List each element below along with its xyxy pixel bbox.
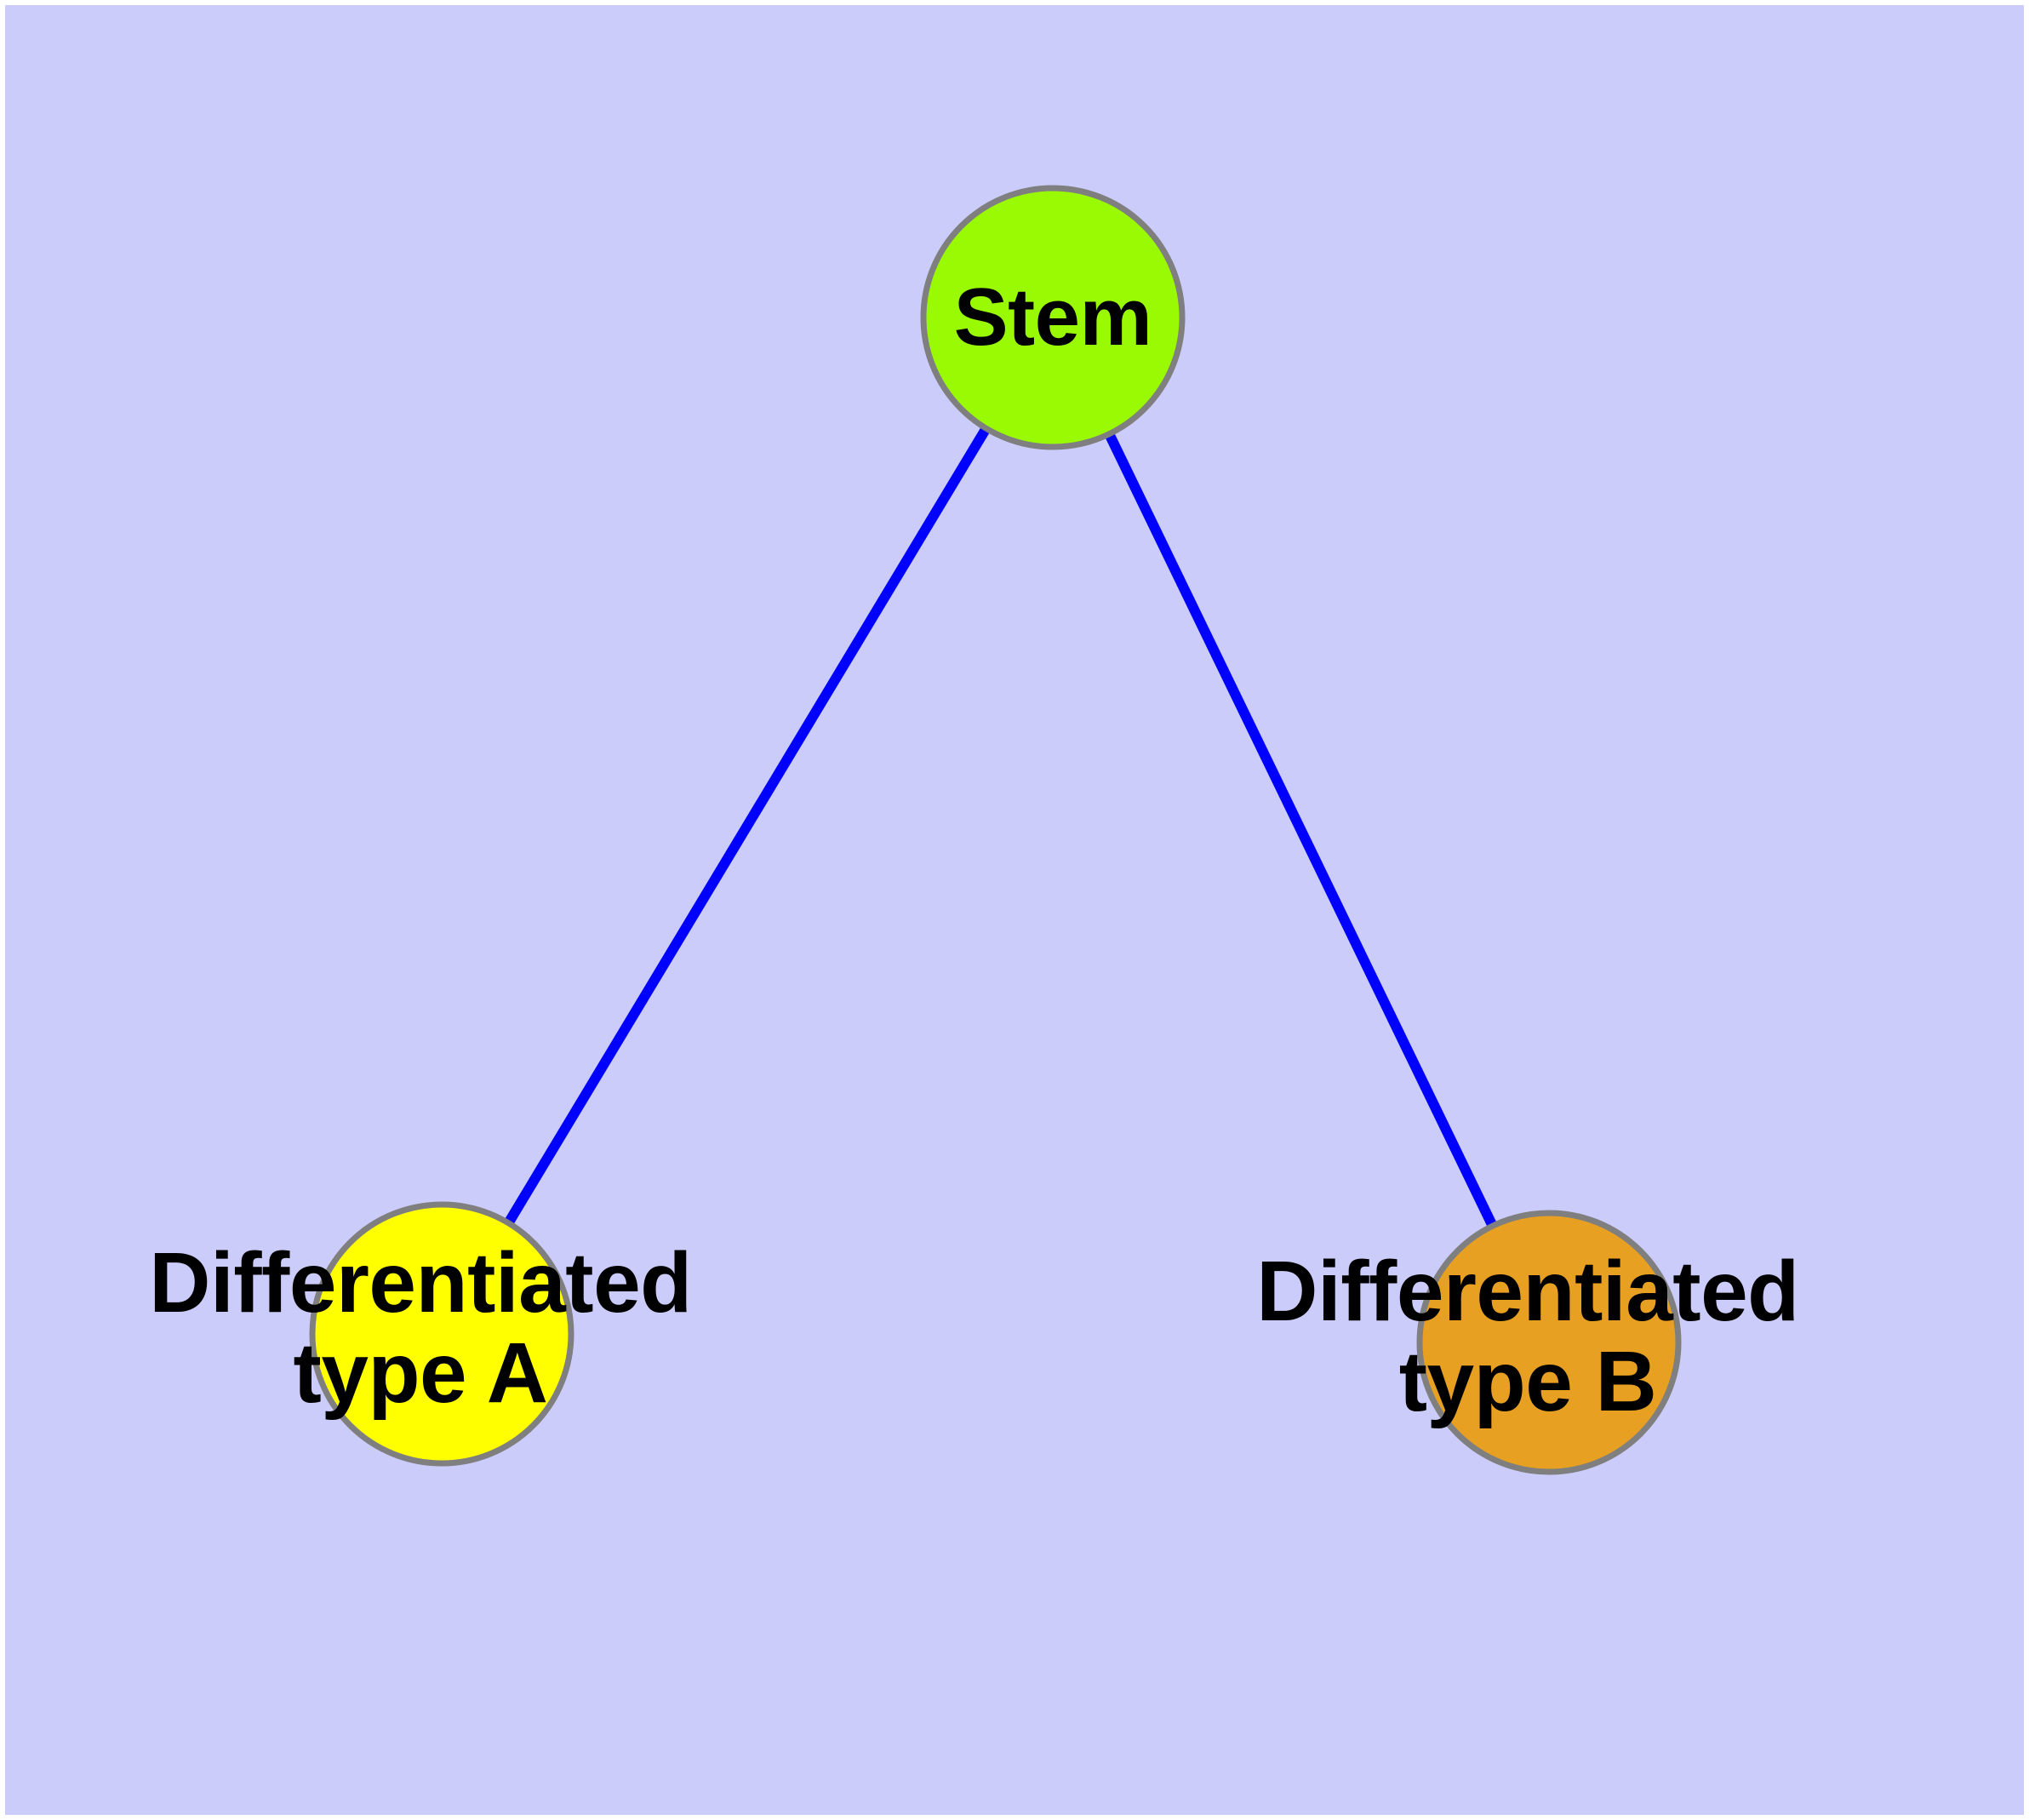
diagram-background xyxy=(5,5,2024,1815)
